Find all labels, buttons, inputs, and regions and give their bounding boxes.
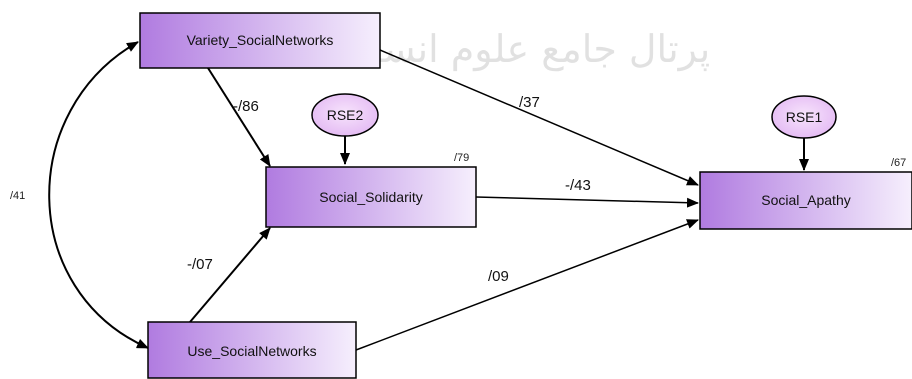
node-social-solidarity: Social_Solidarity [265,166,477,228]
error-label-rse2: RSE2 [327,107,364,123]
path-arrow-use-to-apathy [355,219,699,351]
node-label-apathy: Social_Apathy [761,192,851,208]
coef-use-to-solidarity: -/07 [187,256,213,273]
path-arrow-variety-to-solidarity [207,67,271,167]
covariance-variety-use: /41 [10,190,25,202]
watermark-text: پرتال جامع علوم انسانی [330,27,710,72]
coef-solidarity-to-apathy: -/43 [565,177,591,194]
error-term-rse1: RSE1 [771,95,837,139]
node-variety-social-networks: Variety_SocialNetworks [139,12,381,69]
node-use-social-networks: Use_SocialNetworks [147,321,357,379]
r-squared-solidarity: /79 [454,152,469,164]
path-arrow-variety-to-apathy [379,49,699,186]
node-social-apathy: Social_Apathy [699,171,912,230]
node-label-use: Use_SocialNetworks [187,343,316,359]
r-squared-apathy: /67 [891,157,906,169]
covariance-arc-variety-use [48,41,149,349]
path-arrow-use-to-solidarity [189,227,271,323]
error-label-rse1: RSE1 [786,109,823,125]
node-label-solidarity: Social_Solidarity [319,189,423,205]
coef-variety-to-solidarity: -/86 [233,98,259,115]
coef-variety-to-apathy: /37 [519,94,540,111]
path-arrow-solidarity-to-apathy [475,196,699,208]
node-label-variety: Variety_SocialNetworks [187,32,334,48]
error-term-rse2: RSE2 [311,93,379,137]
coef-use-to-apathy: /09 [488,268,509,285]
